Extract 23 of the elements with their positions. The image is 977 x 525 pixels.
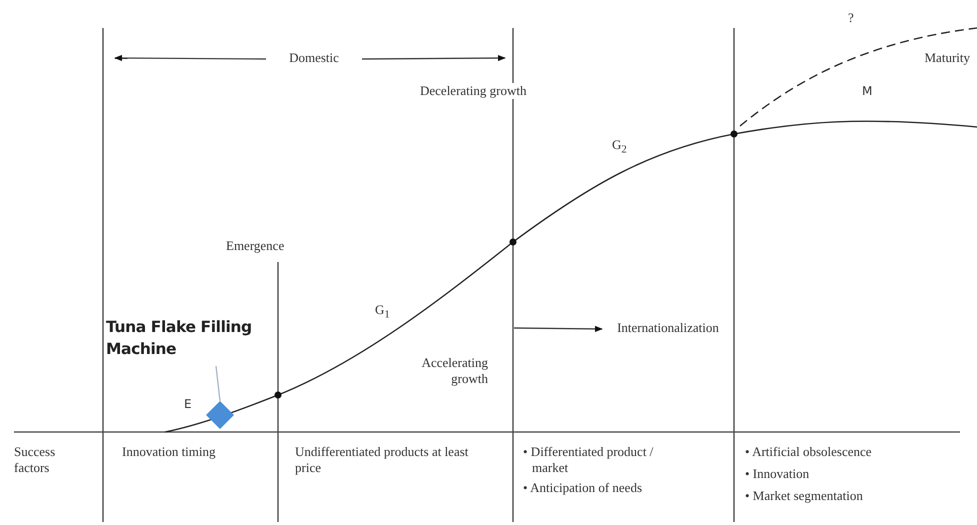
- phase-label: Emergence: [226, 238, 286, 254]
- leader-line: [215, 366, 221, 402]
- success-factor: • Differentiated product / market: [523, 444, 654, 476]
- success-factor: • Artificial obsolescence: [745, 444, 873, 460]
- phase-letter: G$_{2}$: [612, 137, 628, 158]
- success-factor: • Anticipation of needs: [523, 480, 643, 496]
- phase-letter: G$_{1}$: [375, 302, 391, 322]
- phase-label: Accelerating growth: [420, 355, 488, 388]
- row-heading: Success factors: [14, 444, 56, 476]
- arrow: [114, 54, 266, 62]
- phase-label: Maturity: [924, 50, 970, 66]
- phase-label: Decelerating growth: [420, 83, 526, 100]
- product-label: Tuna Flake Filling Machine: [106, 316, 271, 364]
- success-factor: • Innovation: [745, 466, 810, 482]
- success-factor: • Market segmentation: [745, 488, 864, 504]
- success-factor: Undifferentiated products at least price: [295, 444, 470, 476]
- question-mark: ?: [848, 10, 855, 26]
- arrow: [362, 54, 506, 62]
- arrow: [514, 326, 603, 332]
- phase-letter: M: [862, 84, 874, 99]
- phase-letter: E: [184, 397, 193, 412]
- success-factor: Innovation timing: [122, 444, 217, 460]
- product-marker-diamond: [206, 401, 234, 429]
